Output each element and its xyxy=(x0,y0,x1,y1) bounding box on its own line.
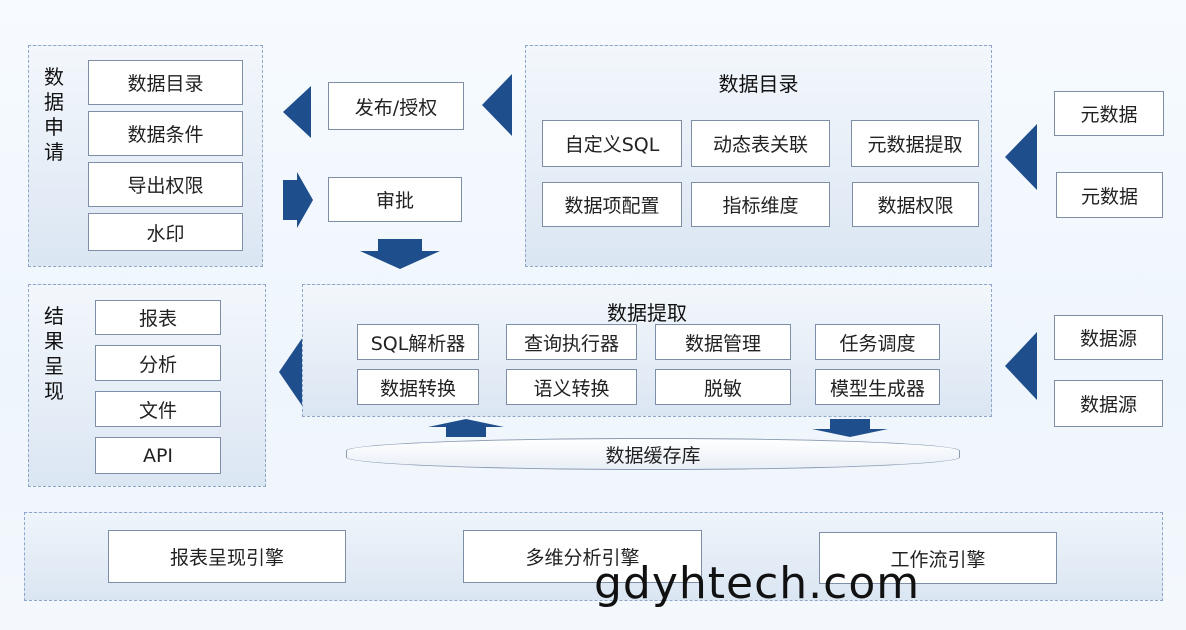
watermark-text: gdyhtech.com xyxy=(594,558,921,609)
result-presentation-label: 结果呈现 xyxy=(44,304,64,403)
catalog-item-field-config: 数据项配置 xyxy=(542,182,682,227)
apply-item-conditions: 数据条件 xyxy=(88,111,243,156)
extract-item-sql-parser: SQL解析器 xyxy=(357,324,479,360)
arrow-down-to-extract-icon xyxy=(360,239,440,269)
data-source-box-1: 数据源 xyxy=(1054,315,1163,360)
data-extraction-title: 数据提取 xyxy=(607,301,687,325)
arrow-down-to-cache-icon xyxy=(812,419,888,437)
arrow-left-from-metadata-icon xyxy=(1005,124,1037,190)
apply-item-catalog: 数据目录 xyxy=(88,60,243,105)
arrow-left-to-result-icon xyxy=(279,334,305,410)
result-item-analysis: 分析 xyxy=(95,345,221,381)
extract-item-model-generator: 模型生成器 xyxy=(815,369,940,405)
extract-item-query-executor: 查询执行器 xyxy=(506,324,637,360)
arrow-right-to-approve-icon xyxy=(283,172,313,228)
catalog-item-dynamic-join: 动态表关联 xyxy=(691,120,830,167)
data-source-box-2: 数据源 xyxy=(1054,380,1163,427)
apply-item-watermark: 水印 xyxy=(88,213,243,251)
approve-box: 审批 xyxy=(328,177,462,222)
result-item-file: 文件 xyxy=(95,391,221,427)
data-catalog-title: 数据目录 xyxy=(718,72,799,96)
apply-item-export-permission: 导出权限 xyxy=(88,162,243,207)
extract-item-data-management: 数据管理 xyxy=(655,324,791,360)
arrow-left-from-sources-icon xyxy=(1005,332,1037,400)
metadata-box-2: 元数据 xyxy=(1056,172,1163,218)
engine-multidim-analysis: 多维分析引擎 xyxy=(463,530,702,583)
extract-item-data-transform: 数据转换 xyxy=(357,369,479,405)
catalog-item-metric-dimension: 指标维度 xyxy=(691,182,830,227)
publish-authorize-box: 发布/授权 xyxy=(328,82,464,130)
engine-workflow: 工作流引擎 xyxy=(819,532,1057,584)
extract-item-masking: 脱敏 xyxy=(655,369,791,405)
arrow-left-to-publish-icon xyxy=(482,74,512,136)
arrow-left-to-apply-icon xyxy=(283,86,311,138)
data-application-label: 数据申请 xyxy=(44,65,64,164)
result-item-api: API xyxy=(95,437,221,474)
arrow-up-from-cache-icon xyxy=(428,419,504,437)
result-item-report: 报表 xyxy=(95,300,221,335)
data-cache-store: 数据缓存库 xyxy=(346,438,960,470)
extract-item-semantic-transform: 语义转换 xyxy=(506,369,637,405)
metadata-box-1: 元数据 xyxy=(1054,91,1164,136)
engine-report: 报表呈现引擎 xyxy=(108,530,346,583)
catalog-item-custom-sql: 自定义SQL xyxy=(542,120,682,167)
extract-item-task-scheduling: 任务调度 xyxy=(815,324,940,360)
catalog-item-data-permission: 数据权限 xyxy=(852,182,979,227)
catalog-item-metadata-extract: 元数据提取 xyxy=(851,120,979,167)
